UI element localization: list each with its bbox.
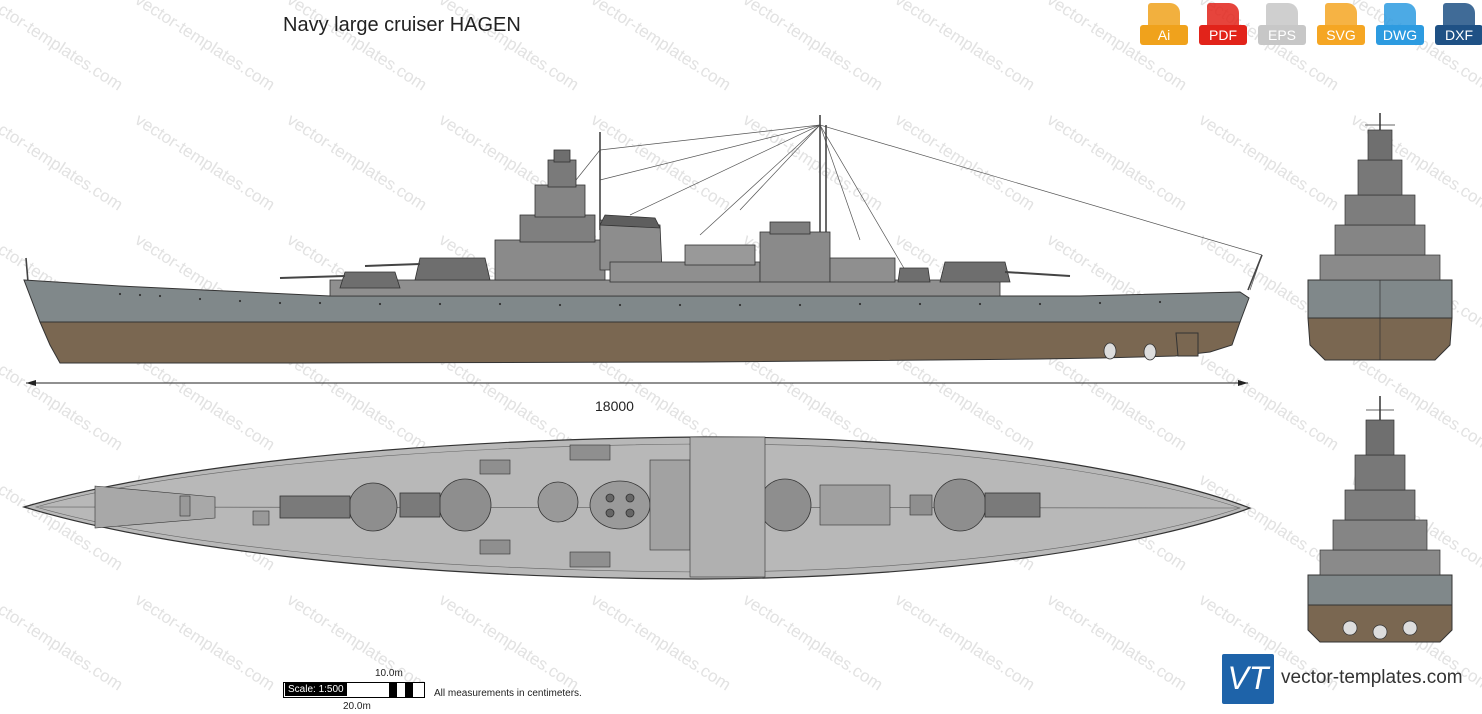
- format-badge-eps[interactable]: EPS: [1258, 3, 1306, 53]
- scale-label: Scale: 1:500: [285, 683, 347, 696]
- propellers: [1103, 342, 1157, 361]
- top-view-turrets: [279, 478, 1041, 532]
- brand-logo[interactable]: VT: [1222, 654, 1274, 704]
- length-dimension-line: [26, 380, 1248, 386]
- format-badge-dxf[interactable]: DXF: [1435, 3, 1482, 53]
- top-view-funnel: [589, 480, 651, 530]
- rear-superstructure: [1319, 396, 1441, 576]
- format-label: SVG: [1317, 25, 1365, 45]
- rudder: [1175, 332, 1199, 357]
- brand-logo-text: VT: [1227, 660, 1269, 696]
- front-superstructure: [1319, 113, 1441, 281]
- scale-long-mark: 20.0m: [343, 701, 371, 712]
- format-label: PDF: [1199, 25, 1247, 45]
- rear-hull-upper: [1307, 574, 1453, 606]
- hull-upper: [23, 279, 1250, 323]
- superstructure: [279, 149, 1071, 297]
- format-badge-dwg[interactable]: DWG: [1376, 3, 1424, 53]
- format-badge-ai[interactable]: Ai: [1140, 3, 1188, 53]
- hull-lower: [39, 321, 1241, 364]
- format-badge-svg[interactable]: SVG: [1317, 3, 1365, 53]
- scale-short-mark: 10.0m: [375, 668, 403, 679]
- portholes: [118, 292, 1162, 307]
- masts: [25, 115, 1263, 291]
- format-label: DWG: [1376, 25, 1424, 45]
- format-label: DXF: [1435, 25, 1482, 45]
- format-badge-pdf[interactable]: PDF: [1199, 3, 1247, 53]
- format-label: Ai: [1140, 25, 1188, 45]
- turret-c: [897, 267, 931, 283]
- top-view-bow: [94, 485, 270, 529]
- brand-site-link[interactable]: vector-templates.com: [1281, 667, 1463, 688]
- top-view-structure: [479, 436, 933, 578]
- length-dimension-label: 18000: [595, 398, 634, 414]
- measurement-note: All measurements in centimeters.: [434, 688, 582, 699]
- turret-b: [414, 257, 491, 281]
- turret-d: [939, 261, 1011, 283]
- rear-propellers: [1342, 620, 1418, 640]
- turret-a: [339, 271, 401, 289]
- page-title: Navy large cruiser HAGEN: [283, 14, 521, 36]
- format-label: EPS: [1258, 25, 1306, 45]
